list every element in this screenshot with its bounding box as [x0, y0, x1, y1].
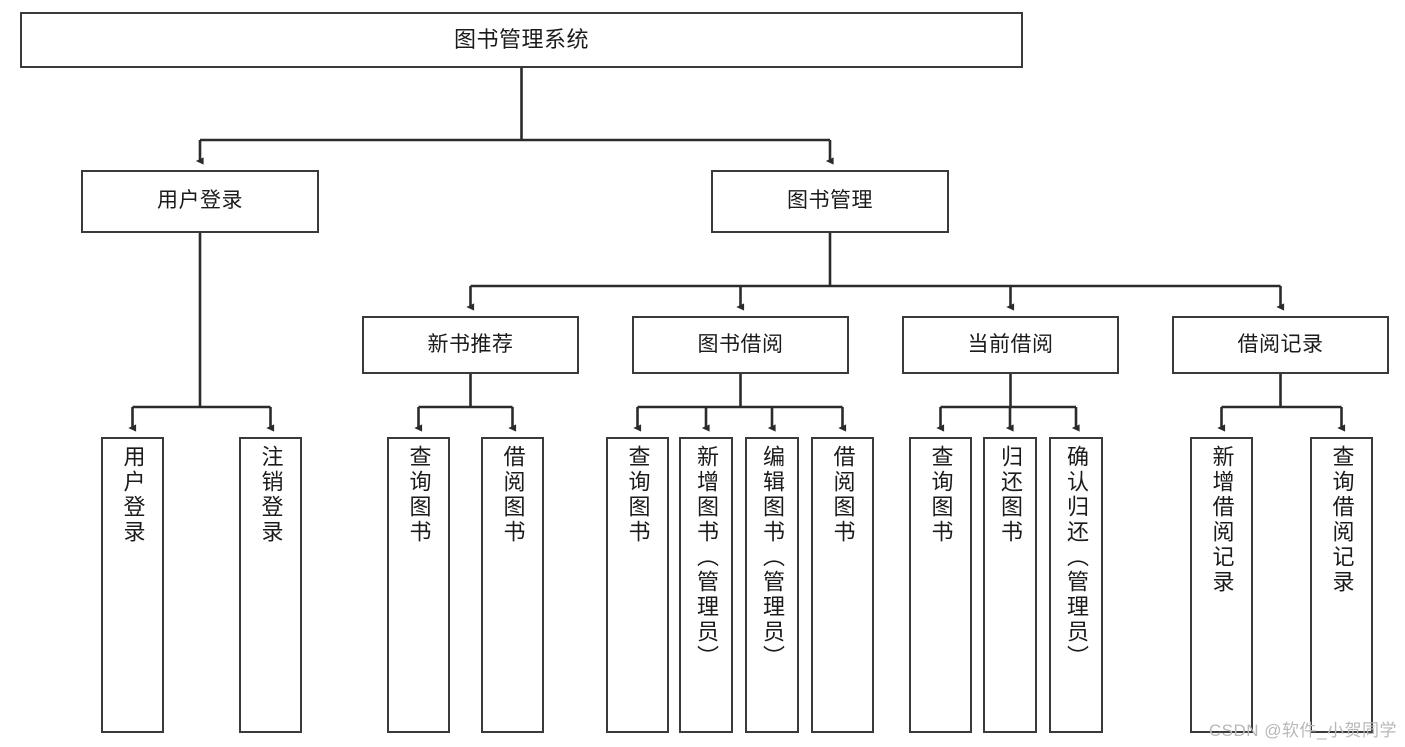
node-leaf-add-book[interactable]: 新增图书（管理员） — [679, 437, 733, 733]
node-label: 图书管理 — [787, 189, 873, 213]
node-label: 借阅图书 — [830, 445, 856, 545]
node-label: 新增图书（管理员） — [694, 445, 719, 670]
node-label: 图书借阅 — [697, 332, 784, 356]
node-user-login[interactable]: 用户登录 — [81, 170, 319, 233]
node-label: 借阅记录 — [1237, 332, 1324, 356]
node-leaf-add-record[interactable]: 新增借阅记录 — [1190, 437, 1253, 733]
node-leaf-user-logout[interactable]: 注销登录 — [239, 437, 302, 733]
node-new-book-rec[interactable]: 新书推荐 — [362, 316, 579, 374]
node-leaf-confirm-ret[interactable]: 确认归还（管理员） — [1049, 437, 1103, 733]
node-leaf-borrow-book-2[interactable]: 借阅图书 — [811, 437, 874, 733]
node-root[interactable]: 图书管理系统 — [20, 12, 1023, 68]
node-leaf-return-book[interactable]: 归还图书 — [983, 437, 1037, 733]
node-label: 查询图书 — [928, 445, 954, 545]
node-current-borrow[interactable]: 当前借阅 — [902, 316, 1119, 374]
node-label: 编辑图书（管理员） — [760, 445, 785, 670]
node-label: 查询图书 — [406, 445, 432, 545]
node-label: 查询图书 — [625, 445, 651, 545]
node-label: 归还图书 — [998, 445, 1023, 545]
node-leaf-edit-book[interactable]: 编辑图书（管理员） — [745, 437, 799, 733]
node-label: 查询借阅记录 — [1329, 445, 1355, 595]
node-label: 图书管理系统 — [453, 27, 589, 53]
node-book-manage[interactable]: 图书管理 — [711, 170, 949, 233]
node-leaf-user-login[interactable]: 用户登录 — [101, 437, 164, 733]
node-leaf-query-book-2[interactable]: 查询图书 — [606, 437, 669, 733]
node-label: 确认归还（管理员） — [1064, 445, 1089, 670]
node-label: 新增借阅记录 — [1209, 445, 1235, 595]
node-label: 用户登录 — [157, 189, 243, 213]
node-leaf-query-record[interactable]: 查询借阅记录 — [1310, 437, 1373, 733]
node-label: 用户登录 — [120, 445, 146, 545]
watermark-text: CSDN @软件_小贺同学 — [1208, 721, 1397, 740]
node-leaf-query-book-3[interactable]: 查询图书 — [909, 437, 972, 733]
node-label: 注销登录 — [258, 445, 284, 545]
node-book-borrow[interactable]: 图书借阅 — [632, 316, 849, 374]
node-leaf-query-book-1[interactable]: 查询图书 — [387, 437, 450, 733]
node-label: 当前借阅 — [967, 332, 1054, 356]
node-leaf-borrow-book-1[interactable]: 借阅图书 — [481, 437, 544, 733]
node-borrow-record[interactable]: 借阅记录 — [1172, 316, 1389, 374]
node-label: 借阅图书 — [500, 445, 526, 545]
node-label: 新书推荐 — [427, 332, 514, 356]
